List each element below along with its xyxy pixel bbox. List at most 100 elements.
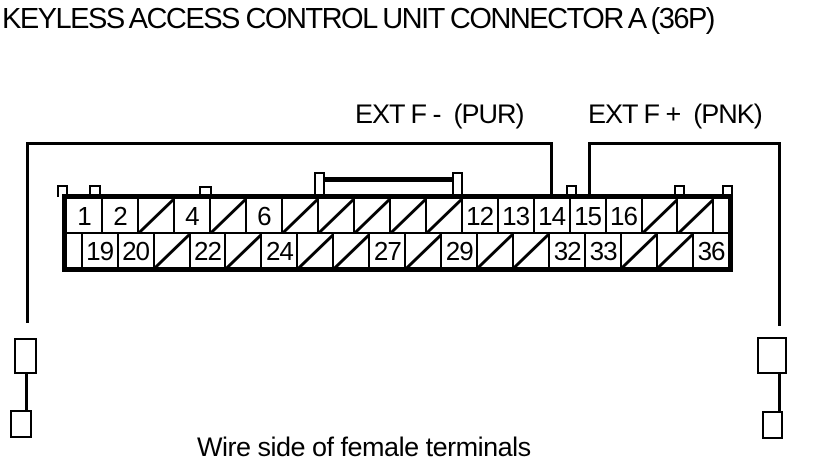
leader-line-drop-pin14 <box>550 142 553 199</box>
unused-cavity-cell <box>390 199 427 232</box>
pin-number: 15 <box>574 200 602 231</box>
spacer-cell <box>67 234 83 267</box>
bracket-link-line-right <box>778 374 781 411</box>
pin-number: 19 <box>86 235 114 266</box>
unused-cavity-cell <box>138 199 175 232</box>
pin-cell-2: 2 <box>103 199 139 232</box>
pin-number: 24 <box>265 235 294 266</box>
diagonal-line <box>658 234 693 267</box>
pin-cell-20: 20 <box>119 234 155 267</box>
unused-cavity-cell <box>514 234 551 267</box>
bracket-square-small-right <box>762 411 783 439</box>
pin-number: 12 <box>466 200 494 231</box>
unused-cavity-cell <box>298 234 335 267</box>
pin-label-ext-f-plus: EXT F + (PNK) <box>588 99 763 129</box>
unused-cavity-cell <box>622 234 659 267</box>
bracket-square-large-right <box>757 337 787 374</box>
diagonal-line <box>298 234 333 267</box>
pin-number: 36 <box>697 235 726 266</box>
diagonal-line <box>138 199 173 232</box>
unused-cavity-cell <box>658 234 695 267</box>
unused-cavity-cell <box>154 234 191 267</box>
bracket-square-large-left <box>14 338 37 374</box>
caption: Wire side of female terminals <box>197 432 531 462</box>
pin-number: 22 <box>194 235 222 266</box>
pin-number: 27 <box>373 235 402 266</box>
pin-label-ext-f-minus: EXT F - (PUR) <box>355 99 525 129</box>
pin-number: 1 <box>77 200 92 231</box>
unused-cavity-cell <box>478 234 515 267</box>
diagonal-line <box>426 199 461 232</box>
connector-end-notch-right <box>722 185 733 197</box>
diagonal-line <box>642 199 677 232</box>
unused-cavity-cell <box>642 199 679 232</box>
diagram-title: KEYLESS ACCESS CONTROL UNIT CONNECTOR A … <box>2 3 715 35</box>
pin-number: 13 <box>502 200 530 231</box>
pin-number: 20 <box>122 235 150 266</box>
leader-line-right-horizontal <box>588 142 781 145</box>
pin-cell-19: 19 <box>83 234 119 267</box>
diagonal-line <box>210 199 245 232</box>
connector-tab-small-3 <box>566 185 577 197</box>
unused-cavity-cell <box>426 199 463 232</box>
unused-cavity-cell <box>318 199 355 232</box>
diagonal-line <box>282 199 317 232</box>
diagonal-line <box>622 234 657 267</box>
pin-cell-22: 22 <box>191 234 227 267</box>
connector-latch-post-left <box>314 172 325 197</box>
pin-cell-36: 36 <box>694 234 728 267</box>
diagonal-line <box>318 199 353 232</box>
diagonal-line <box>678 199 713 232</box>
unused-cavity-cell <box>406 234 443 267</box>
pin-cell-4: 4 <box>175 199 211 232</box>
pin-number: 33 <box>589 235 618 266</box>
pin-number: 2 <box>113 200 128 231</box>
bracket-square-small-left <box>10 410 32 438</box>
connector-end-notch-left <box>57 185 68 197</box>
diagonal-line <box>478 234 513 267</box>
spacer-cell <box>714 199 728 232</box>
pin-number: 16 <box>610 200 638 231</box>
bracket-line-left-vertical <box>26 142 29 323</box>
pin-cell-14: 14 <box>535 199 571 232</box>
pin-cell-12: 12 <box>463 199 499 232</box>
leader-line-drop-pin15 <box>588 142 591 199</box>
diagonal-line <box>390 199 425 232</box>
unused-cavity-cell <box>354 199 391 232</box>
connector-tab-small-2 <box>199 186 212 197</box>
pin-cell-24: 24 <box>262 234 299 267</box>
pin-number: 29 <box>445 235 474 266</box>
unused-cavity-cell <box>210 199 247 232</box>
diagonal-line <box>406 234 441 267</box>
bracket-link-line-left <box>25 374 28 411</box>
pin-number: 32 <box>553 235 582 266</box>
pin-cell-15: 15 <box>571 199 607 232</box>
pin-cell-33: 33 <box>586 234 623 267</box>
unused-cavity-cell <box>226 234 263 267</box>
diagonal-line <box>334 234 369 267</box>
diagonal-line <box>514 234 549 267</box>
diagonal-line <box>154 234 189 267</box>
pin-cell-1: 1 <box>67 199 103 232</box>
diagonal-line <box>226 234 261 267</box>
connector-tab-small-4 <box>674 185 685 197</box>
pin-number: 4 <box>185 200 200 231</box>
pin-cell-32: 32 <box>550 234 587 267</box>
pin-number: 14 <box>538 200 566 231</box>
bracket-line-right-vertical <box>778 142 781 326</box>
unused-cavity-cell <box>678 199 715 232</box>
connector-latch-bar <box>318 177 458 182</box>
connector-latch-post-right <box>452 172 463 197</box>
pin-cell-13: 13 <box>499 199 535 232</box>
pin-cell-16: 16 <box>607 199 643 232</box>
unused-cavity-cell <box>282 199 319 232</box>
pin-cell-6: 6 <box>247 199 283 232</box>
pin-cell-27: 27 <box>370 234 407 267</box>
diagonal-line <box>354 199 389 232</box>
leader-line-left-horizontal <box>26 142 553 145</box>
unused-cavity-cell <box>334 234 371 267</box>
